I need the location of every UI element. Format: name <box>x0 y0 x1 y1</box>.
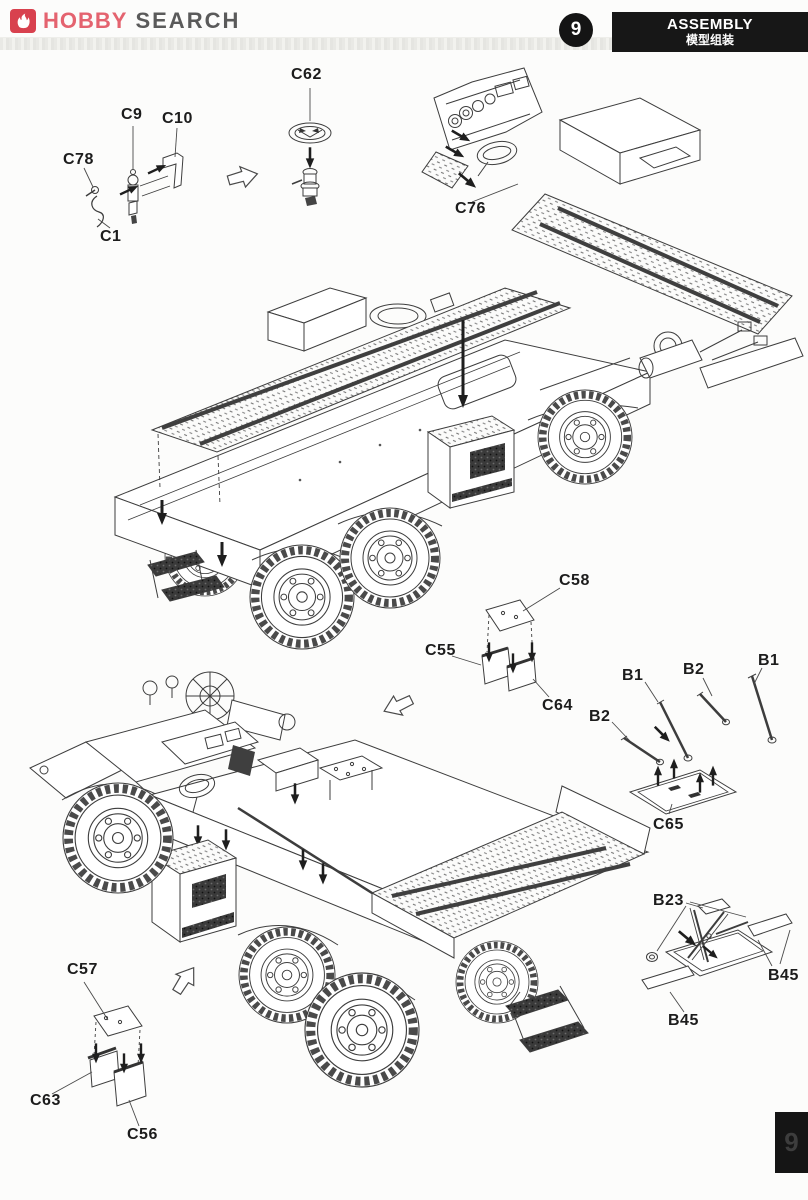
part-label-b1-right: B1 <box>758 652 780 669</box>
part-label-c62: C62 <box>291 66 322 83</box>
part-label-b45-right: B45 <box>768 967 799 984</box>
part-label-c63: C63 <box>30 1092 61 1109</box>
step-number-badge: 9 <box>559 13 593 47</box>
hull-rear-assembly-drawing-bottom <box>29 671 651 1087</box>
part-label-c64: C64 <box>542 697 573 714</box>
jack-b23-b45-detail-drawing <box>641 898 793 990</box>
process-arrow-up-icon <box>166 960 203 999</box>
steering-linkage-detail-drawing <box>85 152 184 228</box>
part-label-c10: C10 <box>162 110 193 127</box>
brand-name-secondary: SEARCH <box>135 8 241 33</box>
part-label-b23: B23 <box>653 892 684 909</box>
part-label-c56: C56 <box>127 1126 158 1143</box>
steering-wheel-detail-drawing <box>288 122 332 206</box>
hull-deck-assembly-drawing-top <box>113 287 804 649</box>
header-divider <box>0 37 808 50</box>
section-title-zh: 模型组装 <box>685 33 734 47</box>
section-title-en: ASSEMBLY <box>667 16 753 33</box>
part-label-c55: C55 <box>425 642 456 659</box>
part-label-c58: C58 <box>559 572 590 589</box>
cab-floor-assembly-c76-drawing <box>421 67 793 335</box>
process-arrow-right-icon <box>225 163 260 191</box>
part-label-c65: C65 <box>653 816 684 833</box>
part-label-c76: C76 <box>455 200 486 217</box>
part-label-b1-left: B1 <box>622 667 644 684</box>
part-label-c9: C9 <box>121 106 143 123</box>
part-label-c1: C1 <box>100 228 122 245</box>
process-arrow-left-icon <box>379 690 417 722</box>
page-number-badge: 9 <box>775 1112 808 1173</box>
brand-name-primary: HOBBY <box>43 8 128 33</box>
section-title-bar: ASSEMBLY 模型组装 <box>612 12 808 52</box>
callout-leader-lines <box>51 88 791 1127</box>
hobby-search-logo: HOBBY SEARCH <box>10 8 240 34</box>
part-label-c78: C78 <box>63 151 94 168</box>
part-label-b2-left: B2 <box>589 708 611 725</box>
step-panels-c58-detail-drawing <box>481 599 538 692</box>
rod-b1-b2-c65-detail-drawing <box>620 673 777 815</box>
step-panels-c57-detail-drawing <box>87 1005 147 1107</box>
part-label-c57: C57 <box>67 961 98 978</box>
part-label-b2-mid: B2 <box>683 661 705 678</box>
flame-icon <box>10 9 36 33</box>
part-label-b45-bottom: B45 <box>668 1012 699 1029</box>
